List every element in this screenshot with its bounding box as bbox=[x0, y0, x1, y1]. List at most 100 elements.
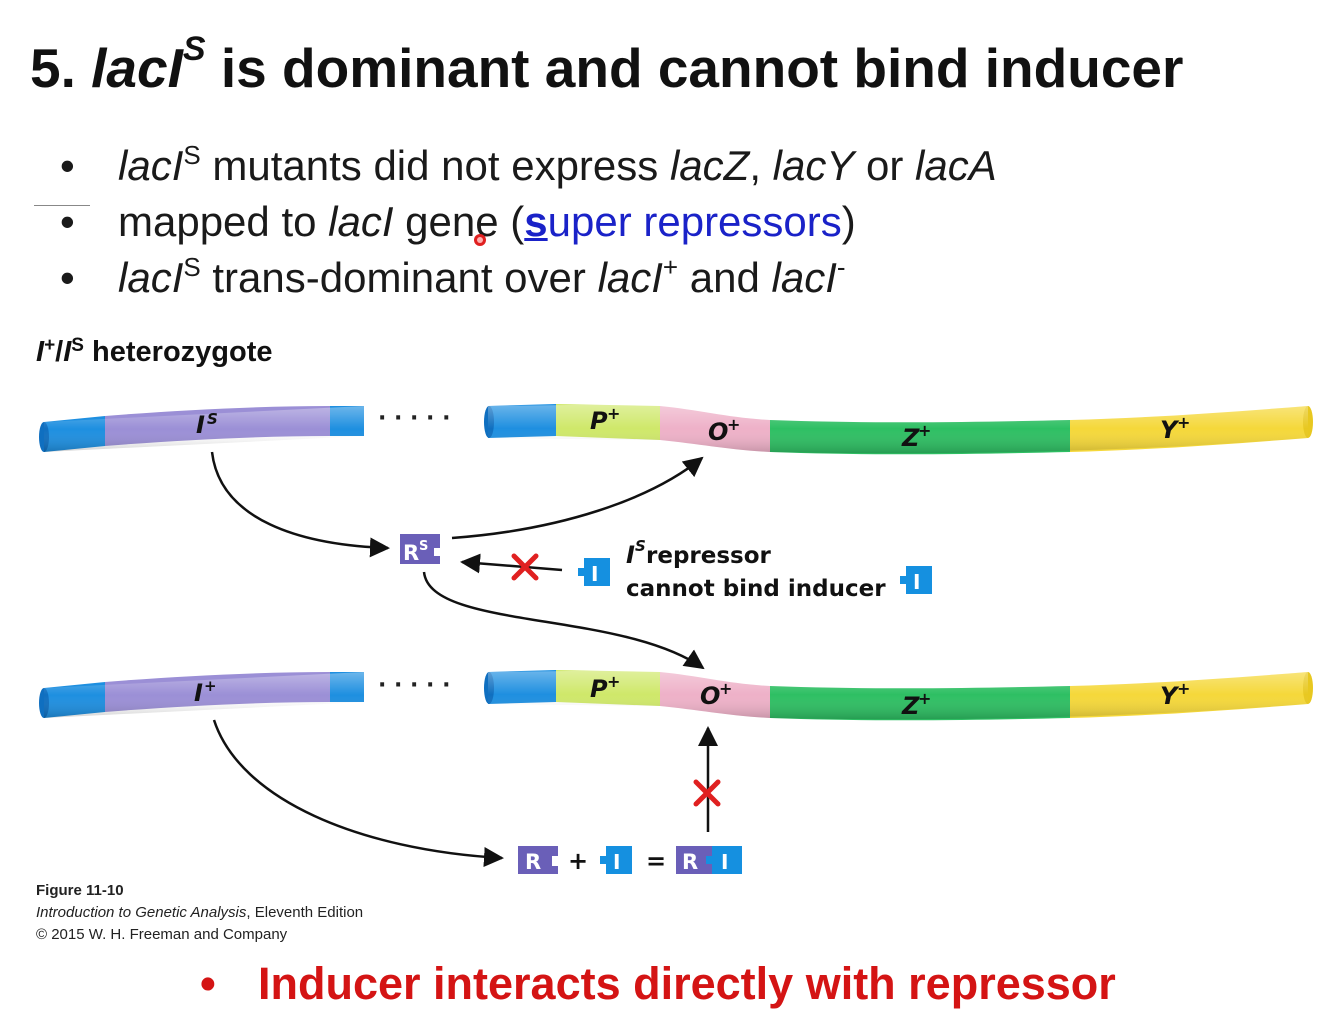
bottom-chromosome: · · · · · I + P + O + Z + Y + bbox=[39, 670, 1313, 721]
repressor-s-icon: R S bbox=[400, 534, 440, 565]
top-i-sup: S bbox=[207, 410, 218, 428]
bullet-dot: • bbox=[60, 142, 75, 189]
bottom-z-label: Z bbox=[901, 692, 920, 720]
repressor-icon bbox=[518, 846, 558, 874]
inducer-letter: I bbox=[591, 562, 598, 586]
arrow-repressor-to-top-operator bbox=[451, 456, 704, 540]
allele: I bbox=[63, 336, 72, 368]
gene-text: lacI bbox=[328, 198, 394, 245]
superscript: + bbox=[662, 252, 679, 282]
bottom-o-sup: + bbox=[719, 679, 732, 698]
superscript: - bbox=[836, 252, 846, 282]
conclusion-text: Inducer interacts directly with represso… bbox=[258, 958, 1116, 1009]
gene-text: lacI bbox=[597, 254, 663, 301]
cross-icon bbox=[511, 553, 539, 581]
link-text: uper repressors bbox=[547, 198, 842, 245]
title-gene-sup: S bbox=[182, 30, 206, 68]
top-p-sup: + bbox=[607, 404, 620, 423]
shade bbox=[44, 406, 364, 452]
top-dots: · · · · · bbox=[378, 406, 450, 431]
eq-plus: + bbox=[568, 847, 588, 875]
complex-inducer bbox=[706, 846, 742, 874]
inducer-icon: I bbox=[578, 558, 610, 586]
bullet-text: or bbox=[854, 142, 916, 189]
gene-text: lacZ bbox=[669, 142, 750, 189]
gene-text: lacY bbox=[772, 142, 855, 189]
bottom-dots: · · · · · bbox=[378, 673, 450, 698]
bottom-i-sup: + bbox=[204, 677, 217, 695]
top-o-sup: + bbox=[727, 415, 740, 434]
bottom-y-label: Y bbox=[1160, 682, 1180, 710]
note-i-sup: S bbox=[635, 537, 646, 555]
arrow-iplus-to-repressor bbox=[212, 719, 504, 867]
allele: I bbox=[36, 336, 45, 368]
top-y-sup: + bbox=[1177, 413, 1190, 432]
title-rest: is dominant and cannot bind inducer bbox=[220, 37, 1184, 99]
gene-text: lacI bbox=[771, 254, 837, 301]
inducer-letter: I bbox=[913, 570, 920, 594]
gene-text: lacI bbox=[118, 142, 184, 189]
top-o-label: O bbox=[708, 418, 728, 446]
bullet-text: gene ( bbox=[393, 198, 525, 245]
super-repressors-link[interactable]: super repressors bbox=[524, 198, 841, 245]
bullet-text: mapped to bbox=[118, 198, 329, 245]
repressor-sup: S bbox=[419, 539, 428, 554]
arrow-is-to-repressor bbox=[210, 451, 390, 558]
slash: / bbox=[55, 336, 64, 368]
shade bbox=[488, 404, 1308, 454]
repressor-note: I S repressor cannot bind inducer bbox=[626, 537, 886, 602]
copyright: © 2015 W. H. Freeman and Company bbox=[36, 926, 288, 943]
bullet-text: mutants did not express bbox=[200, 142, 670, 189]
cross-icon bbox=[693, 779, 721, 807]
pointer-cursor-icon bbox=[474, 234, 486, 246]
note-line2: cannot bind inducer bbox=[626, 576, 886, 602]
eq-i: I bbox=[613, 850, 620, 874]
bullet-dot: • bbox=[60, 198, 75, 245]
binding-equation: R + I = R I bbox=[518, 846, 742, 875]
bullet-dot: • bbox=[60, 254, 75, 301]
book-edition: , Eleventh Edition bbox=[246, 904, 364, 921]
bullet-text: trans-dominant over bbox=[200, 254, 598, 301]
bullet-dot: • bbox=[200, 958, 216, 1009]
top-z-label: Z bbox=[901, 424, 920, 452]
bullet-text: and bbox=[678, 254, 772, 301]
eq-equals: = bbox=[646, 847, 666, 875]
book-title: Introduction to Genetic Analysis bbox=[36, 904, 247, 921]
title-gene: lacI bbox=[91, 37, 183, 99]
allele-sup: S bbox=[71, 335, 84, 356]
eq-i2: I bbox=[721, 850, 728, 874]
eq-r: R bbox=[525, 850, 541, 874]
arrow-repressor-to-bottom-operator bbox=[422, 571, 705, 670]
bottom-z-sup: + bbox=[918, 689, 931, 708]
bottom-i-label: I bbox=[194, 679, 203, 707]
bottom-o-label: O bbox=[700, 682, 720, 710]
top-chromosome: · · · · · I S P + O + Z + Y + bbox=[39, 404, 1313, 455]
top-i-label: I bbox=[196, 411, 205, 439]
repressor-inducer-complex-icon bbox=[676, 846, 712, 874]
gene-text: lacA bbox=[915, 142, 997, 189]
shade bbox=[488, 670, 1308, 720]
bottom-p-sup: + bbox=[607, 672, 620, 691]
gene-text: lacI bbox=[118, 254, 184, 301]
top-y-label: Y bbox=[1160, 416, 1180, 444]
top-p-label: P bbox=[590, 407, 608, 435]
bottom-p-label: P bbox=[590, 675, 608, 703]
bullet-text: , bbox=[749, 142, 773, 189]
superscript: S bbox=[183, 140, 201, 170]
inducer-icon: I bbox=[900, 566, 932, 594]
underline-mark bbox=[34, 205, 90, 206]
genotype-label: I+/IS heterozygote bbox=[36, 336, 273, 369]
allele-sup: + bbox=[44, 335, 56, 356]
shade bbox=[44, 672, 364, 718]
note-line1: repressor bbox=[646, 543, 772, 569]
link-letter: s bbox=[524, 198, 548, 245]
figure-caption: Figure 11-10 Introduction to Genetic Ana… bbox=[36, 880, 363, 946]
repressor-r: R bbox=[403, 541, 419, 565]
arrow-inducer-blocked bbox=[460, 553, 563, 574]
genotype-word: heterozygote bbox=[83, 336, 273, 368]
top-z-sup: + bbox=[918, 421, 931, 440]
figure-number: Figure 11-10 bbox=[36, 882, 124, 899]
eq-r2: R bbox=[682, 850, 698, 874]
note-i: I bbox=[626, 541, 635, 569]
slide-title: 5. lacIS is dominant and cannot bind ind… bbox=[30, 32, 1184, 100]
